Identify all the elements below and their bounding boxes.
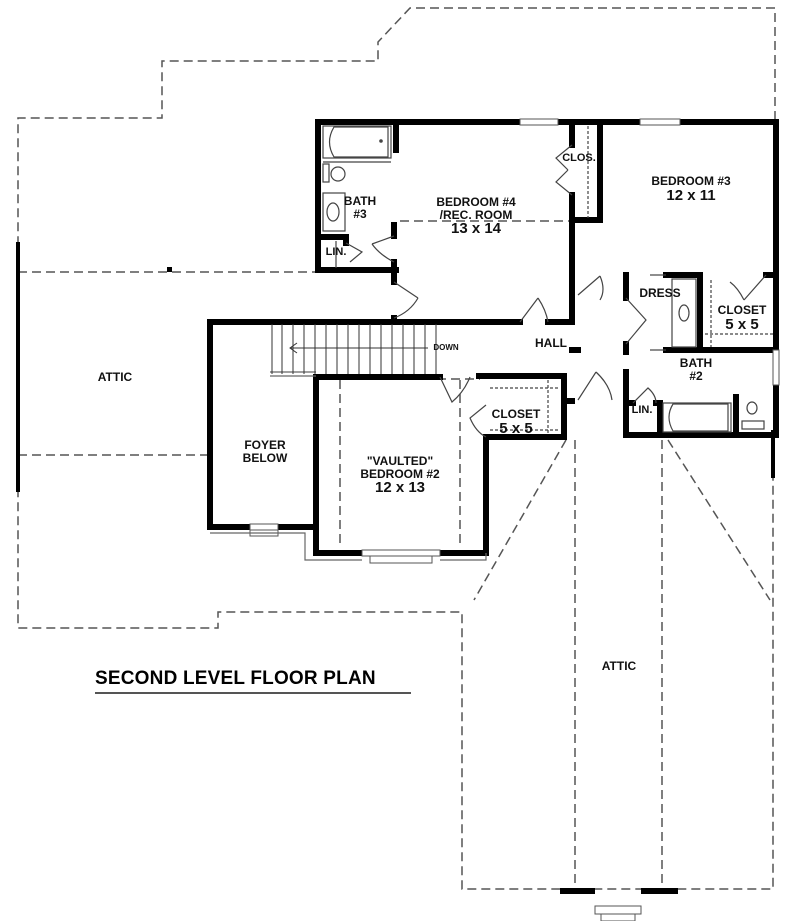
closet-br2-label: CLOSET 5 x 5: [492, 408, 541, 436]
bath3-number: #3: [353, 206, 367, 221]
closet-br2-dimensions: 5 x 5: [499, 419, 533, 437]
bedroom2-label: "VAULTED" BEDROOM #2 12 x 13: [360, 455, 439, 496]
bedroom4-label: BEDROOM #4 /REC. ROOM 13 x 14: [436, 196, 515, 237]
bath2-label: BATH #2: [680, 357, 712, 382]
closet-br3-label: CLOSET 5 x 5: [718, 304, 767, 332]
fixtures: [322, 125, 773, 434]
staircase: [271, 324, 437, 374]
closet-br3-dimensions: 5 x 5: [725, 315, 759, 333]
bedroom2-dimensions: 12 x 13: [374, 479, 426, 497]
bedroom2-subtitle: BEDROOM #2: [360, 466, 440, 481]
bedroom4-subtitle: /REC. ROOM: [439, 207, 513, 222]
bath2-number: #2: [689, 368, 703, 383]
doors: [345, 144, 767, 438]
bath3-label: BATH #3: [344, 195, 376, 220]
lin-bath2-label: LIN.: [631, 404, 653, 416]
bedroom3-dimensions: 12 x 11: [666, 186, 716, 204]
closet-br3-name: CLOSET: [717, 303, 767, 317]
title-underline: [95, 692, 411, 694]
foyer-label: FOYER BELOW: [243, 439, 288, 464]
attic-bottom-label: ATTIC: [601, 659, 637, 673]
bath3-name: BATH: [343, 194, 377, 208]
walls: [207, 119, 779, 556]
foyer-subtitle: BELOW: [242, 450, 288, 465]
lin-bath3-label: LIN.: [325, 246, 347, 258]
bath2-name: BATH: [679, 356, 713, 370]
bottom-window-wall: [560, 888, 678, 894]
exterior-wall-stubs: [16, 242, 775, 492]
clos-label: CLOS.: [562, 152, 596, 164]
foyer-name: FOYER: [244, 438, 286, 452]
dress-label: DRESS: [639, 286, 681, 300]
bedroom3-name: BEDROOM #3: [651, 174, 731, 188]
closet-br2-name: CLOSET: [491, 407, 541, 421]
bedroom3-label: BEDROOM #3 12 x 11: [651, 175, 730, 203]
bedroom4-dimensions: 13 x 14: [450, 220, 502, 238]
plan-title: SECOND LEVEL FLOOR PLAN: [95, 668, 376, 689]
attic-left-label: ATTIC: [97, 370, 133, 384]
bedroom2-name: "VAULTED": [366, 454, 434, 468]
stairs-down-label: DOWN: [433, 343, 459, 352]
hall-label: HALL: [535, 336, 567, 350]
attic-outline: [17, 7, 776, 890]
bedroom4-name: BEDROOM #4: [436, 195, 516, 209]
